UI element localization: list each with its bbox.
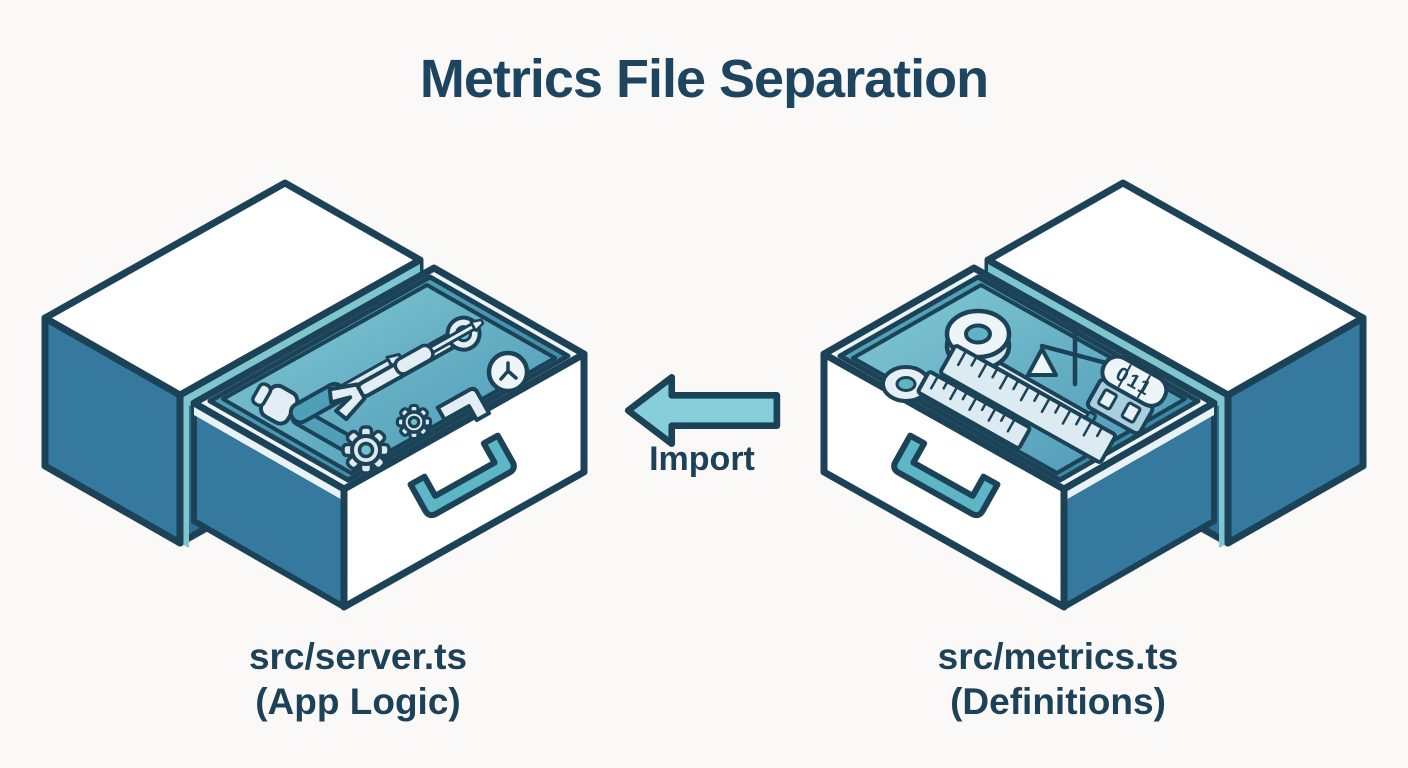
gear-icon [341, 425, 391, 475]
metrics-file-role: (Definitions) [950, 681, 1166, 722]
cabinet-top-face [984, 179, 1367, 399]
server-drawer-illustration [41, 179, 588, 611]
clamp-icon [435, 386, 492, 423]
diagram-title: Metrics File Separation [419, 49, 989, 109]
tools-group [251, 315, 530, 475]
metrics-file-name: src/metrics.ts [937, 636, 1179, 677]
metrics-file-caption: src/metrics.ts (Definitions) [758, 634, 1358, 724]
ruler-small-icon [916, 370, 1032, 450]
cabinet-top-face [41, 179, 424, 399]
server-file-caption: src/server.ts (App Logic) [58, 634, 658, 724]
drawer-handle [891, 432, 1001, 519]
instruments-group: 011 [881, 308, 1169, 464]
tally-counter-icon: 011 [1085, 354, 1169, 436]
bulb-knob-icon [486, 350, 530, 394]
ruler-icon [939, 344, 1117, 464]
import-arrow-icon [624, 374, 781, 447]
server-file-role: (App Logic) [255, 681, 461, 722]
metrics-drawer-illustration: 011 [820, 179, 1367, 611]
import-label: Import [649, 440, 755, 478]
screwdriver-small-icon [393, 318, 485, 376]
server-file-name: src/server.ts [248, 636, 468, 677]
drawer-handle [407, 432, 517, 519]
gear-small-icon [395, 403, 433, 441]
